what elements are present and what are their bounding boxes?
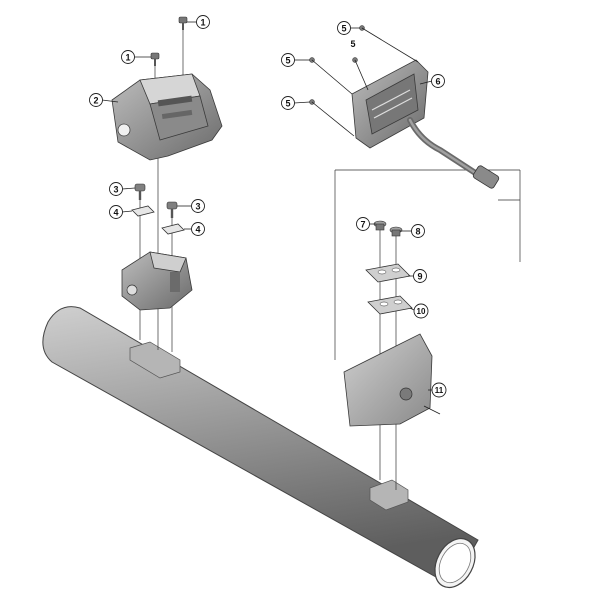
callout-10: 10 xyxy=(413,303,429,319)
callout-5b: 5 xyxy=(281,53,295,67)
svg-text:3: 3 xyxy=(113,184,118,194)
screw-part-3-b xyxy=(166,201,178,218)
handlebar-tube xyxy=(42,306,479,589)
callout-6: 6 xyxy=(431,74,445,88)
svg-text:10: 10 xyxy=(417,307,426,316)
gasket-part-9 xyxy=(365,263,411,283)
callout-5d: 5 xyxy=(281,96,295,110)
callout-5c: 5 xyxy=(350,39,355,49)
clamp-body xyxy=(121,251,193,311)
svg-text:1: 1 xyxy=(200,17,205,27)
callout-7: 7 xyxy=(356,217,370,231)
svg-text:5: 5 xyxy=(285,55,290,65)
svg-text:7: 7 xyxy=(360,219,365,229)
svg-text:2: 2 xyxy=(93,95,98,105)
screw-part-1-b xyxy=(150,52,160,66)
svg-text:8: 8 xyxy=(415,226,420,236)
svg-text:4: 4 xyxy=(113,207,118,217)
callout-3b: 3 xyxy=(191,199,205,213)
callout-3a: 3 xyxy=(109,182,123,196)
svg-text:5: 5 xyxy=(341,23,346,33)
display-unit-part-6 xyxy=(351,59,500,189)
shifter-housing-part-2 xyxy=(111,73,223,161)
bracket-cover-part-11 xyxy=(343,333,433,427)
callout-1b: 1 xyxy=(121,50,135,64)
svg-text:3: 3 xyxy=(195,201,200,211)
svg-text:6: 6 xyxy=(435,76,440,86)
callout-1a: 1 xyxy=(196,15,210,29)
svg-text:11: 11 xyxy=(435,386,444,395)
svg-text:5: 5 xyxy=(285,98,290,108)
callout-5a: 5 xyxy=(337,21,351,35)
svg-text:9: 9 xyxy=(417,271,422,281)
gasket-part-10 xyxy=(367,295,413,315)
callout-11: 11 xyxy=(431,382,447,398)
washer-part-4-a xyxy=(131,205,155,217)
plug-part-8 xyxy=(389,226,403,237)
svg-text:1: 1 xyxy=(125,52,130,62)
callout-2: 2 xyxy=(89,93,103,107)
svg-text:4: 4 xyxy=(195,224,200,234)
screw-part-3-a xyxy=(134,183,146,200)
callout-4b: 4 xyxy=(191,222,205,236)
washer-part-4-b xyxy=(161,223,185,235)
svg-text:5: 5 xyxy=(350,39,355,49)
screw-part-1-a xyxy=(178,16,188,30)
callout-8: 8 xyxy=(411,224,425,238)
callout-9: 9 xyxy=(413,269,427,283)
plug-part-7 xyxy=(373,220,387,231)
callout-4a: 4 xyxy=(109,205,123,219)
leader-lines xyxy=(101,21,441,415)
